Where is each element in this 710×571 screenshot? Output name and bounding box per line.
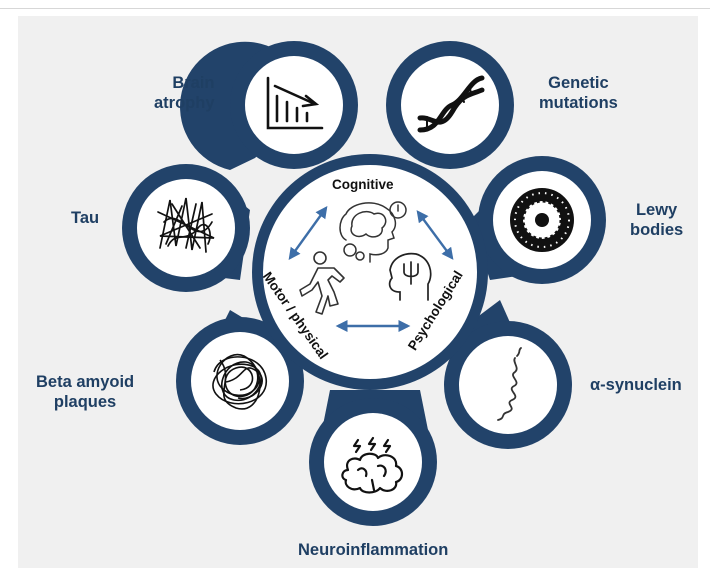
petal-label-alpha-synuclein: α-synuclein [590,376,682,394]
circle-center [263,165,477,379]
petal-label-tau: Tau [71,209,100,227]
protein-coil-icon [497,347,522,421]
petal-label-genetic-mutations: Genetic mutations [539,74,618,112]
petal-label-neuroinflammation: Neuroinflammation [298,541,449,559]
tangled-plaque-icon [212,353,267,410]
arrow-cognitive-motor [288,206,328,260]
circle-tau [137,179,235,277]
circle-alpha-synuclein [459,336,557,434]
dna-helix-icon [417,75,485,133]
brain-in-head-icon [339,201,407,263]
relation-arrows [288,206,454,332]
lewy-body-icon [510,188,574,252]
petal-label-beta-amyloid-plaques: Beta amyoid plaques [36,373,135,411]
cognitive-label: Cognitive [332,177,394,192]
circle-neuroinflammation [324,413,422,511]
inflamed-brain-icon [341,436,404,494]
petal-label-lewy-bodies: Lewy bodies [630,201,684,239]
petal-label-brain-atrophy: Brain atrophy [154,74,215,112]
top-rule [0,8,710,9]
psi-head-icon [388,252,432,301]
declining-bar-chart-icon [266,76,324,130]
tau-tangle-icon [157,197,215,253]
arrow-cognitive-psychological [416,210,454,260]
circle-brain-atrophy [245,56,343,154]
circle-beta-amyloid [191,332,289,430]
